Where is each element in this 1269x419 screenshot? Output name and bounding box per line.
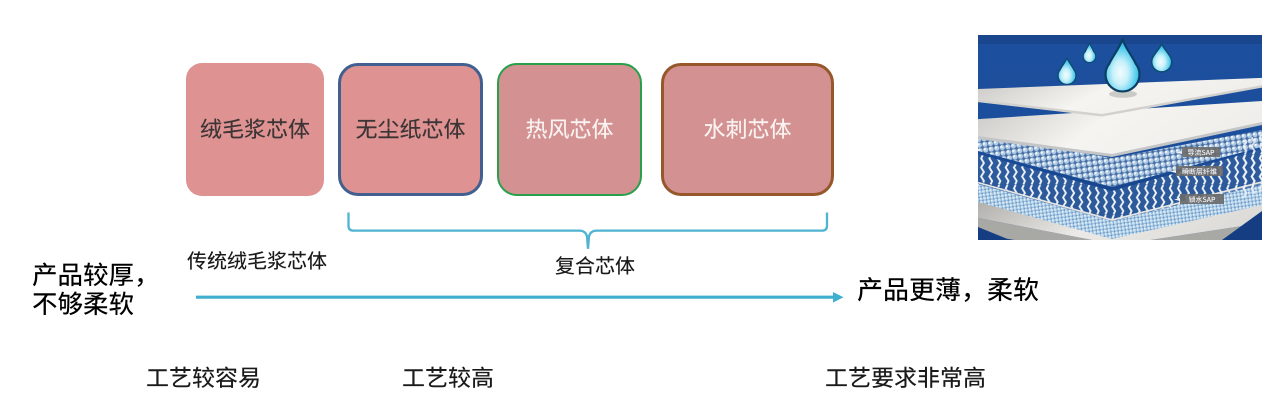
svg-text:瞬断层纤维: 瞬断层纤维 [1182, 167, 1217, 177]
svg-text:导流SAP: 导流SAP [1188, 148, 1216, 158]
svg-text:锁水SAP: 锁水SAP [1189, 195, 1217, 205]
